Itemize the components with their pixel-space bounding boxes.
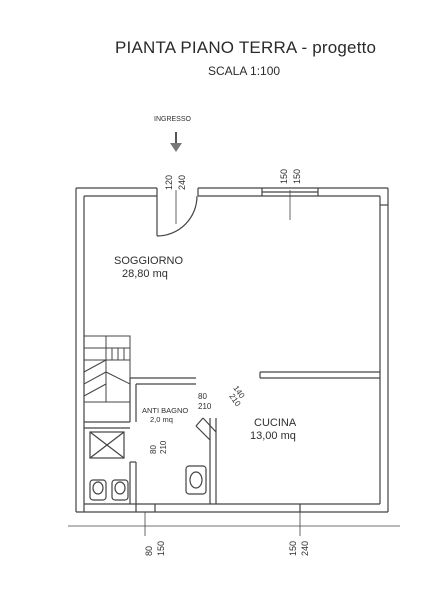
dim-window-width: 150 <box>279 169 289 184</box>
antibath-door <box>195 417 217 441</box>
outer-wall-bottom <box>76 503 388 513</box>
dimension-lines-top <box>175 190 291 224</box>
living-room-area: 28,80 mq <box>122 268 168 280</box>
antibath-name: ANTI BAGNO <box>142 406 188 415</box>
dim-bottom-left-width: 80 <box>144 546 154 556</box>
kitchen-name: CUCINA <box>254 417 297 429</box>
dim-bottom-left-height: 150 <box>156 541 166 556</box>
dim-antibath-door-width: 80 <box>198 392 207 401</box>
dim-entrance-width: 120 <box>164 175 174 190</box>
kitchen-area: 13,00 mq <box>250 430 296 442</box>
dim-bottom-right-width: 150 <box>288 541 298 556</box>
living-room-name: SOGGIORNO <box>114 255 184 267</box>
plan-title: PIANTA PIANO TERRA - progetto <box>115 38 377 57</box>
dim-antibath-door-height: 210 <box>198 402 212 411</box>
entrance-label: INGRESSO <box>154 116 192 123</box>
plan-scale: SCALA 1:100 <box>208 64 281 78</box>
dimension-lines-bottom <box>68 512 400 536</box>
dim-bath-door-width: 80 <box>149 445 158 454</box>
stairs <box>83 335 131 403</box>
dim-bottom-right-height: 240 <box>300 541 310 556</box>
outer-wall-left <box>75 188 85 512</box>
antibath-area: 2,0 mq <box>150 415 173 424</box>
internal-walls <box>84 371 380 504</box>
outer-wall-right <box>379 188 389 512</box>
dim-bath-door-height: 210 <box>159 440 168 454</box>
shower <box>89 431 125 459</box>
bathroom-fixtures <box>89 465 207 501</box>
entrance-arrow-icon <box>170 132 182 152</box>
entrance-door <box>156 195 198 237</box>
dim-window-height: 150 <box>292 169 302 184</box>
dim-entrance-height: 240 <box>177 175 187 190</box>
outer-wall-top <box>76 187 388 197</box>
